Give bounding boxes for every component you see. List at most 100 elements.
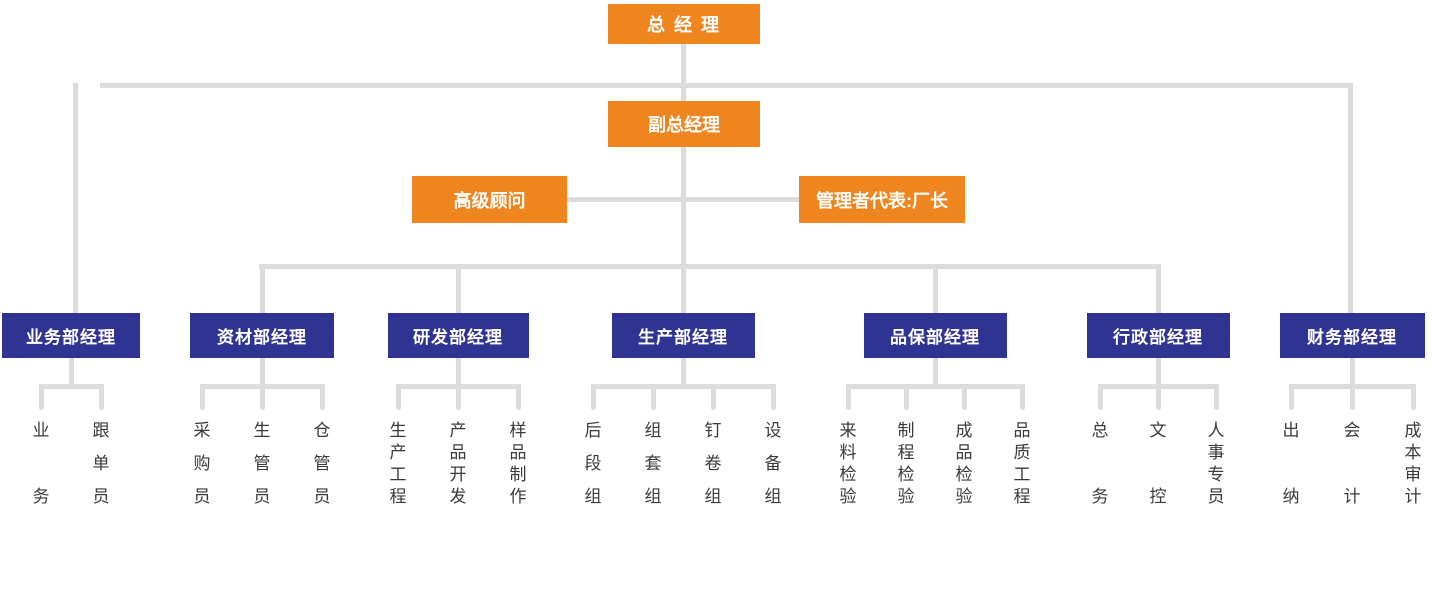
staff-label-char: 组 <box>584 487 602 506</box>
connector-mid-drop-1 <box>259 264 265 313</box>
connector-dept-stub <box>455 358 461 384</box>
staff-label-char: 后 <box>584 421 602 440</box>
staff-label: 组套组 <box>643 422 663 506</box>
staff-label-char: 成 <box>1404 421 1422 440</box>
connector-dept-stub <box>68 358 74 384</box>
staff-label-char: 制 <box>897 421 915 440</box>
department-box: 生产部经理 <box>611 313 755 358</box>
staff-label-char: 跟 <box>92 421 110 440</box>
staff-label-char: 纳 <box>1282 487 1300 506</box>
staff-label-char: 产 <box>389 443 407 462</box>
staff-label-char: 务 <box>1091 487 1109 506</box>
staff-label: 后段组 <box>583 422 603 506</box>
staff-label: 来料检验 <box>838 422 858 506</box>
staff-label-char: 会 <box>1343 421 1361 440</box>
connector-child-drop <box>1213 384 1219 410</box>
staff-label: 制程检验 <box>896 422 916 506</box>
department-box: 资材部经理 <box>190 313 334 358</box>
staff-label-char: 品 <box>955 443 973 462</box>
connector-right-drop <box>1348 83 1353 313</box>
connector-children-rail <box>845 384 1025 389</box>
connector-dept-stub <box>1349 358 1355 384</box>
staff-label-char: 验 <box>839 487 857 506</box>
connector-mid-rail <box>259 264 1161 269</box>
staff-label: 出纳 <box>1281 422 1301 506</box>
connector-child-drop <box>199 384 205 410</box>
staff-label-char: 钉 <box>704 421 722 440</box>
connector-children-rail <box>590 384 776 389</box>
staff-label-char: 出 <box>1282 421 1300 440</box>
staff-label: 总务 <box>1090 422 1110 506</box>
staff-label: 仓管员 <box>312 422 332 506</box>
staff-label-char: 制 <box>509 465 527 484</box>
staff-label-char: 组 <box>764 487 782 506</box>
staff-label-char: 成 <box>955 421 973 440</box>
staff-label-char: 设 <box>764 421 782 440</box>
staff-label-char: 仓 <box>313 421 331 440</box>
node-deputy-general-manager: 副总经理 <box>608 101 760 147</box>
staff-label-char: 段 <box>584 454 602 473</box>
connector-child-drop <box>1349 384 1355 410</box>
staff-label: 生产工程 <box>388 422 408 506</box>
connector-child-drop <box>590 384 596 410</box>
staff-label-char: 管 <box>253 454 271 473</box>
staff-label-char: 检 <box>839 465 857 484</box>
staff-label-char: 采 <box>193 421 211 440</box>
connector-child-drop <box>1097 384 1103 410</box>
staff-label-char: 发 <box>449 487 467 506</box>
staff-label-char: 样 <box>509 421 527 440</box>
staff-label-char: 审 <box>1404 465 1422 484</box>
connector-dept-stub <box>259 358 265 384</box>
connector-child-drop <box>845 384 851 410</box>
connector-dept-stub <box>1155 358 1161 384</box>
connector-top-rail <box>100 83 1353 88</box>
staff-label-char: 作 <box>509 487 527 506</box>
staff-label-char: 员 <box>1207 487 1225 506</box>
connector-children-rail <box>38 384 104 389</box>
staff-label: 钉卷组 <box>703 422 723 506</box>
staff-label: 产品开发 <box>448 422 468 506</box>
staff-label: 会计 <box>1342 422 1362 506</box>
staff-label-char: 员 <box>92 487 110 506</box>
connector-dept-stub <box>932 358 938 384</box>
connector-child-drop <box>319 384 325 410</box>
staff-label: 业务 <box>31 422 51 506</box>
department-box: 研发部经理 <box>387 313 529 358</box>
connector-child-drop <box>710 384 716 410</box>
department-box: 品保部经理 <box>863 313 1007 358</box>
staff-label-char: 产 <box>449 421 467 440</box>
connector-dept-stub <box>680 358 686 384</box>
staff-label-char: 组 <box>644 421 662 440</box>
staff-label-char: 开 <box>449 465 467 484</box>
staff-label-char: 程 <box>897 443 915 462</box>
staff-label-char: 业 <box>32 421 50 440</box>
connector-child-drop <box>395 384 401 410</box>
staff-label-char: 工 <box>1013 465 1031 484</box>
staff-label-char: 计 <box>1404 487 1422 506</box>
staff-label-char: 工 <box>389 465 407 484</box>
staff-label: 人事专员 <box>1206 422 1226 506</box>
connector-child-drop <box>515 384 521 410</box>
connector-child-drop <box>1288 384 1294 410</box>
staff-label: 品质工程 <box>1012 422 1032 506</box>
staff-label: 采购员 <box>192 422 212 506</box>
staff-label-char: 员 <box>313 487 331 506</box>
staff-label-char: 务 <box>32 487 50 506</box>
staff-label-char: 员 <box>253 487 271 506</box>
staff-label-char: 品 <box>449 443 467 462</box>
connector-mid-drop-2 <box>455 264 461 313</box>
connector-deputy-down <box>681 147 686 313</box>
staff-label-char: 事 <box>1207 443 1225 462</box>
staff-label-char: 检 <box>955 465 973 484</box>
staff-label-char: 本 <box>1404 443 1422 462</box>
staff-label-char: 员 <box>193 487 211 506</box>
connector-child-drop <box>1019 384 1025 410</box>
staff-label-char: 购 <box>193 454 211 473</box>
department-box: 财务部经理 <box>1279 313 1425 358</box>
node-senior-advisor: 高级顾问 <box>412 176 567 223</box>
staff-label-char: 组 <box>704 487 722 506</box>
staff-label-char: 来 <box>839 421 857 440</box>
connector-child-drop <box>455 384 461 410</box>
connector-mid-drop-4 <box>1155 264 1161 313</box>
